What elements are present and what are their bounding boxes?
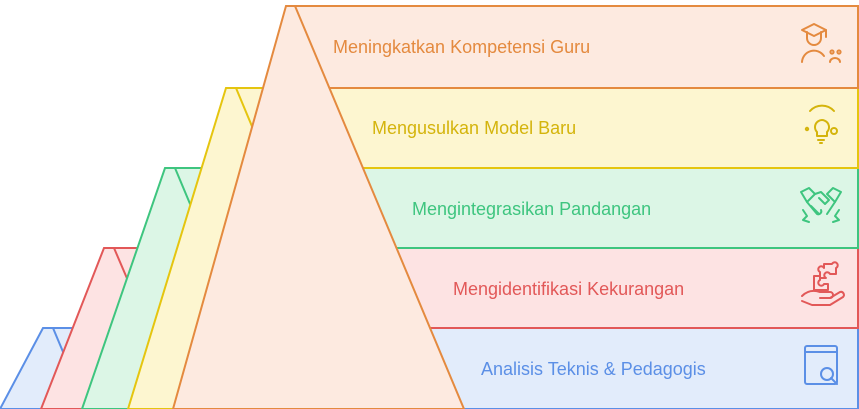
book-search-icon (799, 342, 847, 390)
lightbulb-icon (798, 101, 846, 149)
label-guru: Meningkatkan Kompetensi Guru (333, 37, 591, 57)
handshake-icon (797, 180, 845, 228)
band-guru (171, 5, 859, 409)
label-pandangan: Mengintegrasikan Pandangan (412, 199, 652, 219)
teacher-icon (796, 20, 844, 68)
label-model: Mengusulkan Model Baru (372, 118, 577, 138)
puzzle-hand-icon (798, 258, 846, 306)
label-analisis: Analisis Teknis & Pedagogis (481, 359, 706, 379)
band-guru-triangle (171, 5, 466, 409)
label-kekurangan: Mengidentifikasi Kekurangan (453, 279, 685, 299)
